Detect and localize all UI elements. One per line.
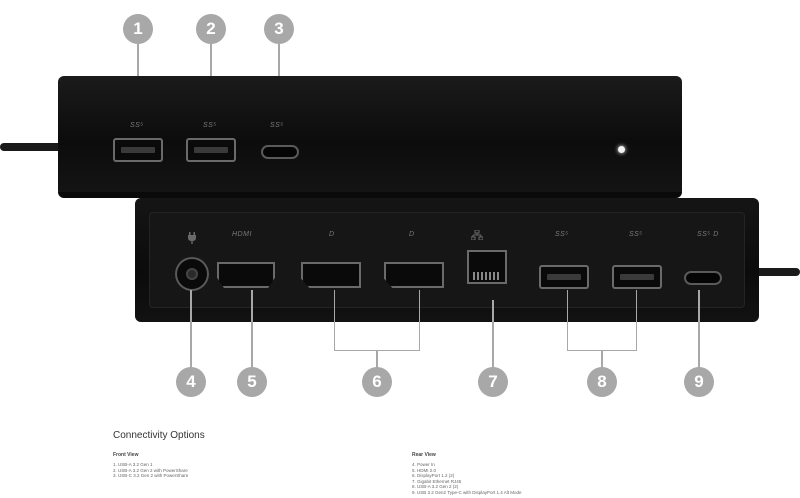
list-item: 7. Gigabit Ethernet RJ45: [412, 478, 462, 484]
callout-5-leader: [251, 290, 253, 368]
rear-dock-cable: [755, 268, 800, 276]
rear-usb-a-2-label: SS⁵: [629, 231, 643, 238]
list-item: 2. USB-A 3.2 Gen 2 with PowerShare: [113, 467, 188, 473]
front-usb-a-port-2: [186, 138, 236, 162]
callout-5-badge: 5: [237, 367, 267, 397]
dock-rear-view: HDMI D D SS⁵ SS⁵ SS⁵ D: [135, 198, 759, 322]
callout-6-badge: 6: [362, 367, 392, 397]
callout-9-leader: [698, 290, 700, 368]
callout-3-badge: 3: [264, 14, 294, 44]
callout-2-badge: 2: [196, 14, 226, 44]
front-usb-a-port-1: [113, 138, 163, 162]
front-usb-a-1-label: SS⁵: [130, 122, 144, 129]
callout-8-badge: 8: [587, 367, 617, 397]
rear-view-heading: Rear View: [412, 452, 436, 458]
network-icon: [471, 230, 483, 240]
list-item: 6. DisplayPort 1.2 (2): [412, 473, 455, 479]
callout-4-badge: 4: [176, 367, 206, 397]
rear-port-panel: HDMI D D SS⁵ SS⁵ SS⁵ D: [149, 212, 745, 308]
list-item: 3. USB-C 3.2 Gen 2 with PowerShare: [113, 473, 189, 479]
callout-8-bracket: [567, 290, 637, 351]
callout-8-leader: [601, 350, 603, 368]
front-usb-a-2-label: SS⁵: [203, 122, 217, 129]
rear-usb-a-port-2: [612, 265, 662, 289]
list-item: 4. Power In: [412, 462, 435, 467]
callout-6-bracket: [334, 290, 420, 351]
hdmi-port: [217, 262, 275, 288]
front-usb-c-port: [261, 145, 299, 159]
list-item: 8. USB-A 3.2 Gen 2 (2): [412, 484, 459, 490]
front-view-heading: Front View: [113, 452, 139, 458]
callout-1-badge: 1: [123, 14, 153, 44]
callout-7-badge: 7: [478, 367, 508, 397]
displayport-port-2: [384, 262, 444, 288]
rear-usb-a-1-label: SS⁵: [555, 231, 569, 238]
list-item: 1. USB-A 3.2 Gen 1: [113, 462, 153, 467]
connectivity-title: Connectivity Options: [113, 430, 205, 441]
dp-2-label: D: [409, 231, 415, 238]
dock-front-edge: [58, 192, 682, 198]
front-view-list: 1. USB-A 3.2 Gen 1 2. USB-A 3.2 Gen 2 wi…: [113, 462, 188, 479]
rear-usb-c-port: [684, 271, 722, 285]
power-led: [618, 146, 625, 153]
hdmi-label: HDMI: [232, 231, 252, 238]
power-plug-icon: [188, 232, 196, 244]
rear-usb-c-label: SS⁵ D: [697, 231, 719, 238]
front-dock-cable: [0, 143, 62, 151]
callout-6-leader: [376, 350, 378, 368]
dock-front-view: SS⁵ SS⁵ SS⁵: [58, 76, 682, 198]
power-in-port: [175, 257, 209, 291]
list-item: 9. USB 3.2 Gen2 Type-C with DisplayPort …: [412, 489, 522, 495]
rear-view-list: 4. Power In 5. HDMI 2.0 6. DisplayPort 1…: [412, 462, 521, 496]
displayport-port-1: [301, 262, 361, 288]
list-item: 5. HDMI 2.0: [412, 467, 437, 473]
callout-9-badge: 9: [684, 367, 714, 397]
callout-7-leader: [492, 300, 494, 368]
ethernet-rj45-port: [467, 250, 507, 284]
rear-usb-a-port-1: [539, 265, 589, 289]
callout-4-leader: [190, 290, 192, 368]
front-usb-c-label: SS⁵: [270, 122, 284, 129]
dp-1-label: D: [329, 231, 335, 238]
